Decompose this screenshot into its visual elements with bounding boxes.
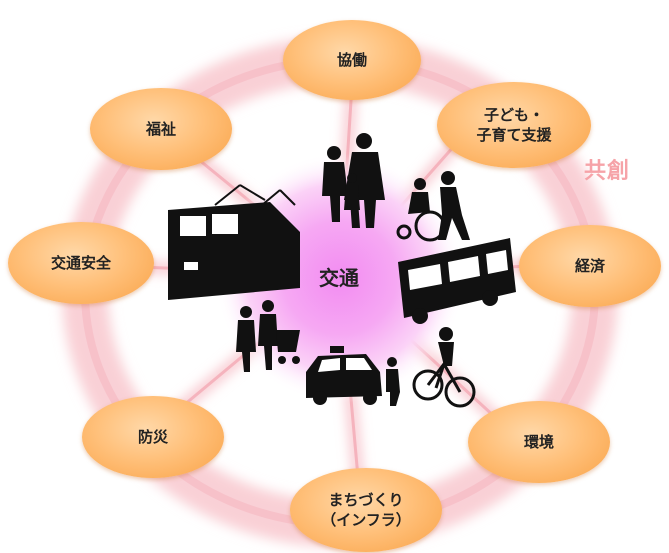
wheelchair-icon [396,171,470,242]
train-icon [168,184,300,300]
node-keizai[interactable]: 経済 [519,225,661,307]
node-kodomo-label-line2: 子育て支援 [476,126,552,144]
stroller-icon [236,300,300,372]
bus-icon [398,238,516,324]
node-machi-label-line1: まちづくり [328,490,404,509]
node-kotsu-anzen-label: 交通安全 [50,253,111,272]
node-machi-label-line2: （インフラ） [321,511,411,529]
node-kodomo-label-line1: 子ども・ [483,105,544,124]
node-kankyo[interactable]: 環境 [468,401,610,483]
node-bousai-label: 防災 [137,427,168,446]
node-machizukuri[interactable]: まちづくり （インフラ） [290,468,442,552]
center-label: 交通 [319,266,359,290]
node-keizai-label: 経済 [574,256,605,275]
node-kyodo-label: 協働 [336,50,367,69]
node-kodomo-kosodate[interactable]: 子ども・ 子育て支援 [437,82,591,168]
node-bousai[interactable]: 防災 [82,396,224,478]
node-kankyo-label: 環境 [523,432,554,451]
node-kyodo[interactable]: 協働 [283,20,421,100]
outer-ring-label: 共創 [584,159,631,184]
family-icon [322,133,385,228]
node-fukushi[interactable]: 福祉 [90,88,232,170]
bicycle-icon [412,327,476,408]
taxi-icon [306,346,400,406]
node-fukushi-label: 福祉 [145,119,176,138]
node-kotsu-anzen[interactable]: 交通安全 [8,222,154,304]
